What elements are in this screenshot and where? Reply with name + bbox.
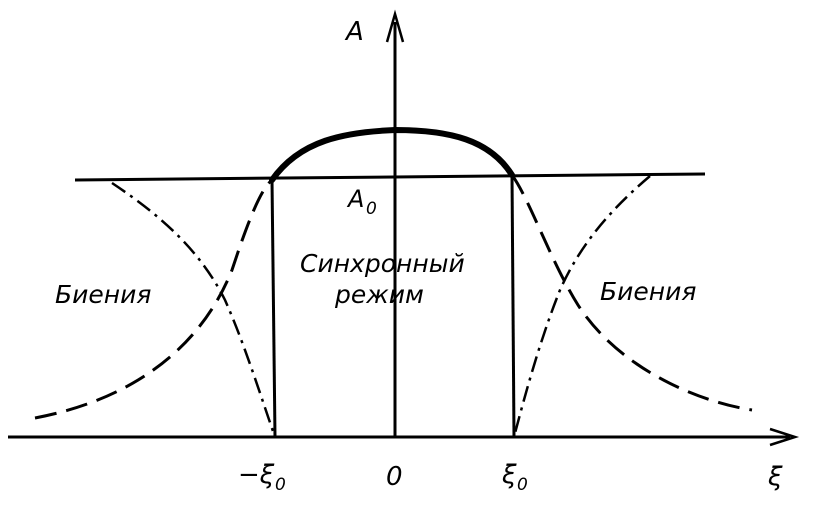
a0-label: A 0	[346, 185, 377, 219]
svg-text:0: 0	[517, 475, 528, 495]
sync-amplitude-curve	[269, 126, 515, 183]
neg-xi0-label: −ξ 0	[238, 460, 286, 495]
svg-text:−ξ: −ξ	[238, 460, 275, 490]
sync-regime-label-line1: Синхронный	[300, 249, 465, 278]
svg-text:A: A	[346, 185, 364, 213]
beats-left-label: Биения	[55, 280, 151, 309]
right-boundary-line	[510, 174, 516, 438]
left-boundary-line	[270, 179, 277, 438]
svg-text:0: 0	[275, 475, 286, 495]
left-dashed-curve	[34, 178, 274, 420]
a0-level-line	[74, 172, 706, 182]
y-axis-label: A	[344, 17, 364, 47]
svg-text:0: 0	[366, 199, 377, 219]
origin-label: 0	[386, 462, 403, 492]
y-axis-arrow-icon	[385, 9, 405, 43]
xi0-label: ξ 0	[501, 460, 528, 495]
x-axis-arrow-icon	[769, 427, 800, 447]
svg-text:ξ: ξ	[501, 460, 517, 490]
sync-regime-label-line2: режим	[334, 280, 424, 309]
beats-right-label: Биения	[600, 277, 696, 306]
x-axis-label: ξ	[767, 462, 783, 492]
right-dashed-curve	[510, 174, 753, 412]
x-axis	[8, 427, 800, 447]
right-dashdot-curve	[512, 175, 651, 438]
left-dashdot-curve	[111, 181, 277, 438]
y-axis	[385, 9, 405, 437]
